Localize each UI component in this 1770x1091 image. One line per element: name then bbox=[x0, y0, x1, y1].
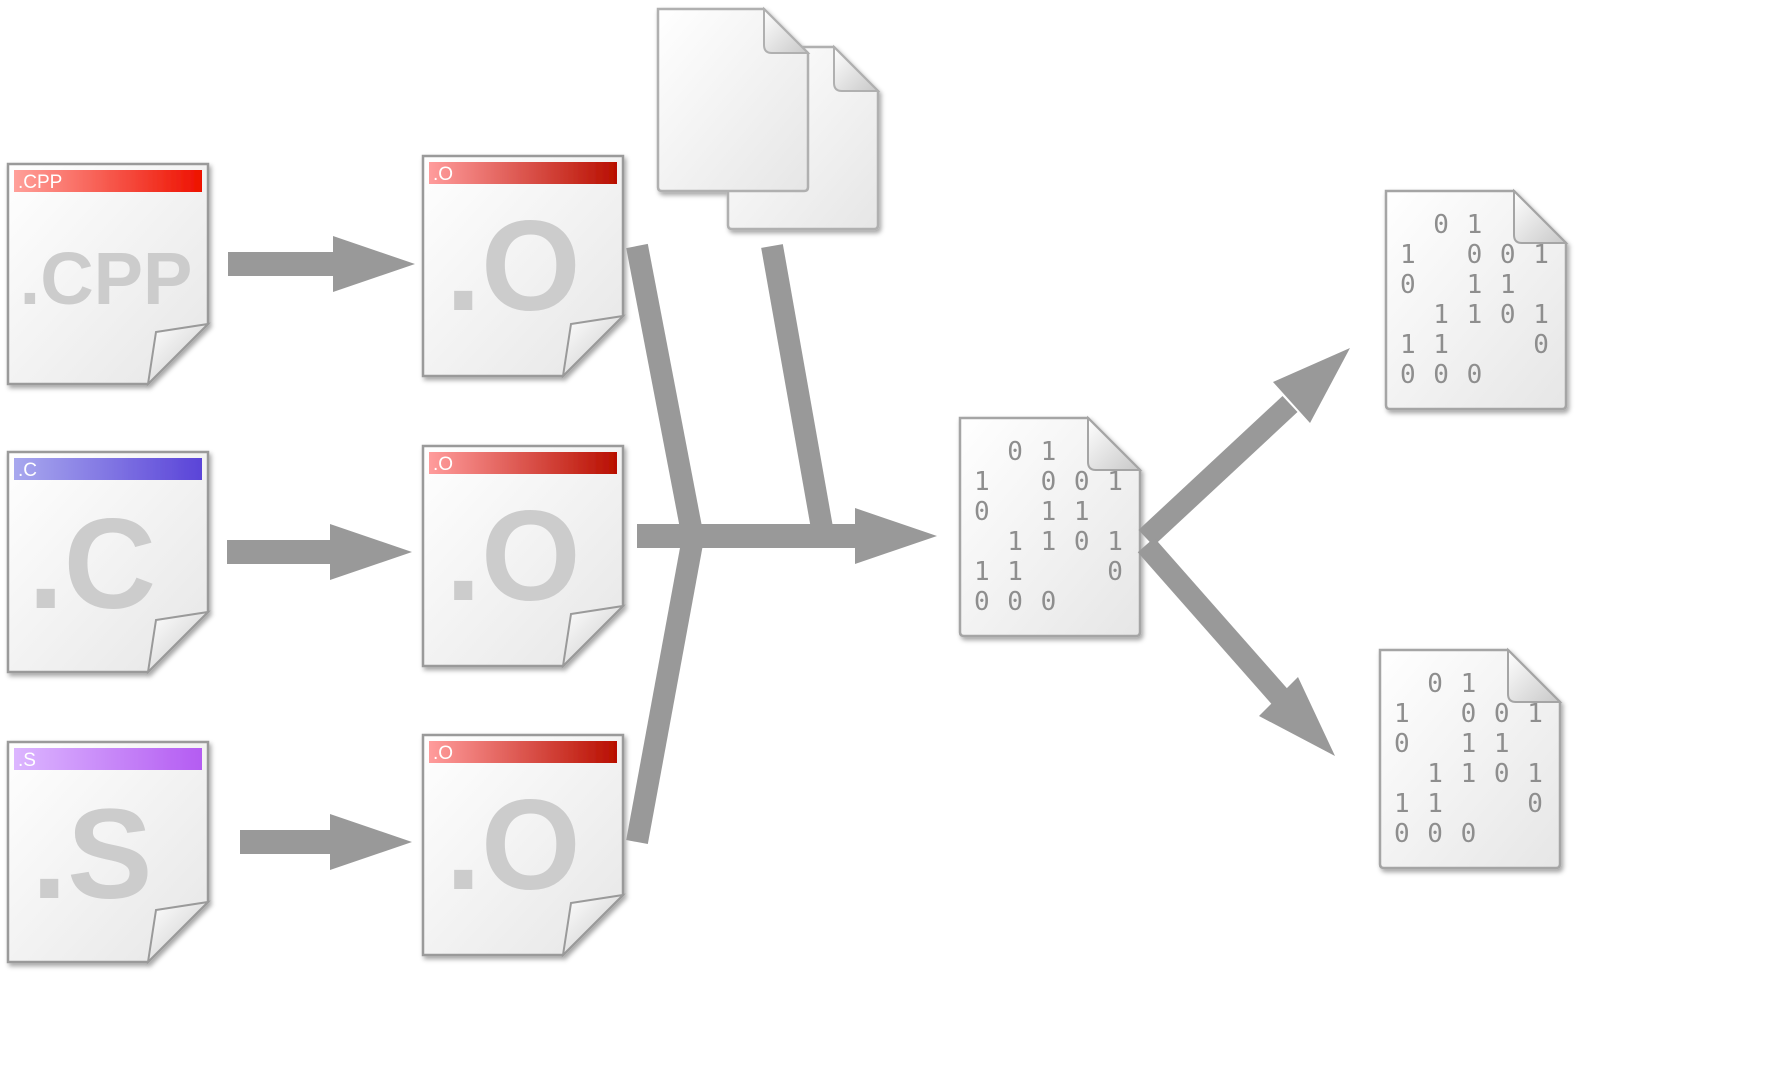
source-file-s: .S .S bbox=[6, 740, 210, 964]
file-type-large-label: .CPP bbox=[20, 237, 193, 320]
file-type-banner bbox=[429, 162, 617, 184]
file-type-large-label: .C bbox=[28, 493, 156, 636]
binary-row: 1 1 0 1 bbox=[1394, 759, 1544, 789]
output-binary-file-1: 0 11 0 0 10 1 1 1 1 0 11 1 00 0 0 bbox=[1384, 189, 1568, 411]
link-arrow bbox=[637, 508, 937, 564]
binary-row: 1 1 0 1 bbox=[974, 527, 1124, 557]
file-type-tag: .O bbox=[433, 164, 453, 185]
file-type-large-label: .O bbox=[445, 485, 580, 628]
binary-row: 0 0 0 bbox=[974, 587, 1057, 617]
file-type-tag: .O bbox=[433, 743, 453, 764]
binary-row: 0 1 bbox=[1394, 669, 1477, 699]
binary-row: 0 0 0 bbox=[1400, 360, 1483, 390]
binary-row: 0 0 0 bbox=[1394, 819, 1477, 849]
file-type-tag: .O bbox=[433, 454, 453, 475]
binary-row: 0 1 1 bbox=[1394, 729, 1511, 759]
binary-row: 0 1 bbox=[1400, 210, 1483, 240]
binary-digits: 0 11 0 0 10 1 1 1 1 0 11 1 00 0 0 bbox=[1400, 210, 1550, 390]
merge-line-upper bbox=[626, 243, 704, 541]
merge-line-library bbox=[761, 244, 833, 530]
library-files-stack bbox=[656, 7, 880, 231]
object-file-2: .O .O bbox=[421, 444, 625, 668]
file-type-tag: .C bbox=[18, 460, 37, 481]
file-type-banner bbox=[14, 458, 202, 480]
link-merge-lines bbox=[626, 243, 833, 844]
merge-line-lower bbox=[626, 536, 704, 844]
library-file-front bbox=[656, 7, 810, 193]
binary-row: 1 0 0 1 bbox=[974, 467, 1124, 497]
binary-row: 1 1 0 1 bbox=[1400, 300, 1550, 330]
file-type-large-label: .O bbox=[445, 195, 580, 338]
file-type-banner bbox=[429, 741, 617, 763]
output-arrow-upper bbox=[1138, 348, 1350, 547]
binary-row: 1 1 0 bbox=[1400, 330, 1550, 360]
binary-row: 1 1 0 bbox=[974, 557, 1124, 587]
file-type-banner bbox=[14, 170, 202, 192]
source-file-cpp: .CPP .CPP bbox=[6, 162, 210, 386]
source-file-c: .C .C bbox=[6, 450, 210, 674]
file-type-tag: .CPP bbox=[18, 172, 62, 193]
object-file-3: .O .O bbox=[421, 733, 625, 957]
compile-arrow-c bbox=[227, 524, 412, 580]
object-file-1: .O .O bbox=[421, 154, 625, 378]
binary-row: 0 1 bbox=[974, 437, 1057, 467]
binary-row: 1 1 0 bbox=[1394, 789, 1544, 819]
linked-binary-file: 0 11 0 0 10 1 1 1 1 0 11 1 00 0 0 bbox=[958, 416, 1142, 638]
file-type-large-label: .S bbox=[32, 783, 153, 926]
file-type-large-label: .O bbox=[445, 774, 580, 917]
compile-arrow-s bbox=[240, 814, 412, 870]
compile-arrow-cpp bbox=[228, 236, 415, 292]
file-type-banner bbox=[14, 748, 202, 770]
binary-digits: 0 11 0 0 10 1 1 1 1 0 11 1 00 0 0 bbox=[1394, 669, 1544, 849]
binary-row: 1 0 0 1 bbox=[1400, 240, 1550, 270]
binary-row: 0 1 1 bbox=[974, 497, 1091, 527]
output-binary-file-2: 0 11 0 0 10 1 1 1 1 0 11 1 00 0 0 bbox=[1378, 648, 1562, 870]
file-type-banner bbox=[429, 452, 617, 474]
binary-digits: 0 11 0 0 10 1 1 1 1 0 11 1 00 0 0 bbox=[974, 437, 1124, 617]
output-arrow-lower bbox=[1137, 537, 1335, 756]
binary-row: 1 0 0 1 bbox=[1394, 699, 1544, 729]
file-type-tag: .S bbox=[18, 750, 36, 771]
binary-row: 0 1 1 bbox=[1400, 270, 1517, 300]
